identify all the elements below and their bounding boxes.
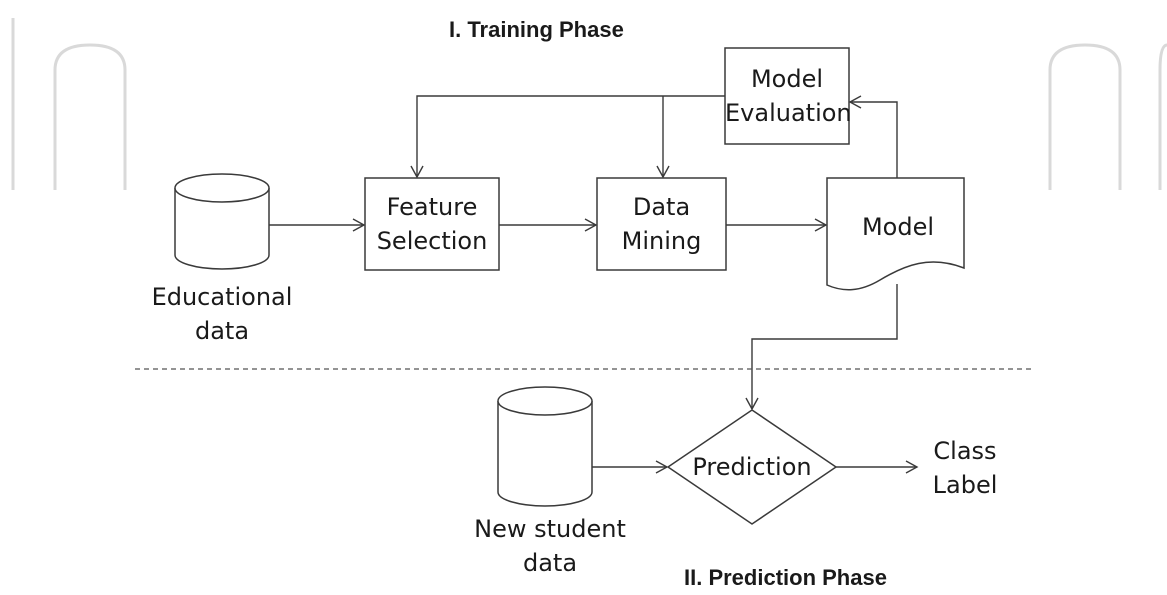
feature-selection-box [364,177,500,271]
feedback-evaluation-to-feature [410,95,725,179]
class-label-line1: Class [933,437,997,465]
model-evaluation-line2: Evaluation [725,99,852,127]
new-student-data-label: New student data [470,512,630,580]
data-mining-line2: Mining [621,227,702,255]
prediction-phase-title: II. Prediction Phase [684,565,887,590]
prediction-diamond [666,409,838,525]
arrow-model-to-prediction [745,284,898,411]
feature-selection-line1: Feature [386,193,478,221]
feature-selection-label: Feature Selection [365,190,499,258]
educational-data-cylinder [174,173,270,270]
background-watermark [11,18,1167,190]
feature-selection-line2: Selection [376,227,488,255]
educational-data-line2: data [194,317,250,345]
new-student-data-line2: data [522,549,578,577]
model-evaluation-line1: Model [750,65,824,93]
model-label: Model [861,213,935,241]
model-document-shape [826,177,965,291]
training-phase-title: I. Training Phase [449,17,624,42]
data-mining-box [596,177,727,271]
data-mining-label: Data Mining [597,190,726,258]
new-student-data-line1: New student [474,515,626,543]
prediction-label: Prediction [692,453,812,481]
educational-data-line1: Educational [151,283,293,311]
educational-data-label: Educational data [142,280,302,348]
model-evaluation-label: Model Evaluation [725,62,852,130]
new-student-data-cylinder [497,386,593,507]
class-label-output: Class Label [915,434,1015,502]
data-mining-line1: Data [632,193,691,221]
arrow-model-to-evaluation [848,95,898,178]
class-label-line2: Label [932,471,998,499]
